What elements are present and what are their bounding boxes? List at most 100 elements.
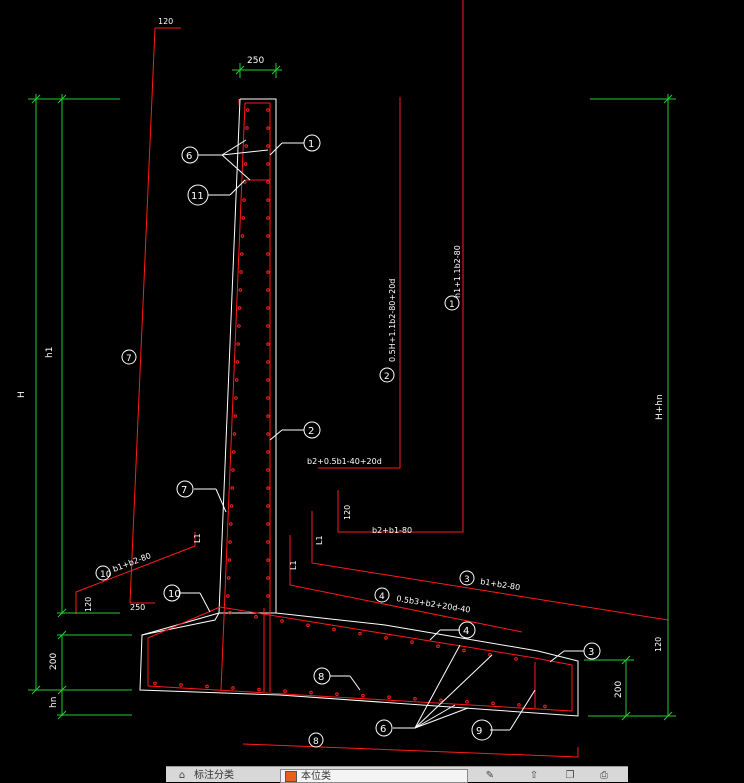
marker-7-label: 7 (181, 485, 187, 496)
rebar-dot (229, 504, 234, 508)
bar2h2-length: b2+b1-80 (372, 526, 412, 535)
wall-outline (139, 98, 579, 717)
rebar-dot (240, 234, 245, 238)
dimension-lines (28, 63, 676, 721)
bar1-length: h1+1.1b2-80 (453, 245, 462, 298)
rebar-dot (242, 198, 246, 202)
rebar-dot (236, 342, 240, 346)
marker-3: 3 (583, 642, 601, 660)
marker-7-top: 7 (121, 349, 137, 365)
rebar-lines (75, 0, 669, 758)
leader-lines (180, 139, 584, 731)
rebar-dot (228, 522, 233, 526)
marker-7-top-label: 7 (126, 354, 132, 364)
rebar-dot (231, 686, 235, 690)
bottom-toolbar: ⌂ 标注分类 本位类 ✎ ⇧ ❐ ⎙ (166, 766, 628, 783)
rebar-dot (266, 468, 270, 472)
rebar-dot (266, 360, 270, 364)
rebar-dot (387, 695, 391, 700)
rebar-dot (306, 623, 310, 628)
rebar-dot (266, 126, 270, 130)
marker-1: 1 (303, 134, 321, 152)
marker-8: 8 (313, 667, 331, 685)
rebar-dot (514, 657, 518, 661)
layer-label: 本位类 (301, 771, 331, 782)
marker-6-bottom-label: 6 (380, 724, 386, 735)
annotation-category-label[interactable]: 标注分类 (194, 770, 234, 781)
rebar-dot (266, 306, 270, 310)
marker-11: 9 (471, 719, 493, 741)
rebar-dot (257, 687, 261, 692)
category-icon[interactable]: ⌂ (178, 770, 186, 781)
marker-6-top-label: 6 (186, 151, 192, 162)
rebar-dot (332, 627, 336, 632)
marker-2: 2 (303, 421, 321, 439)
rebar-dot (266, 576, 270, 580)
rebar-dot (335, 692, 339, 696)
marker-2-label: 2 (308, 426, 314, 437)
rebar-dot (266, 450, 270, 454)
rebar-dot (230, 486, 235, 490)
rebar-dot (231, 450, 236, 454)
marker-11-label: 9 (476, 726, 482, 737)
marker-1-label: 1 (308, 139, 314, 150)
rebar-dot (231, 468, 235, 472)
rebar-dot (245, 126, 249, 130)
rebar-dots (153, 108, 547, 709)
upload-icon[interactable]: ⇧ (529, 770, 539, 781)
rebar-dot (226, 576, 231, 580)
bar2h-length: b2+0.5b1-40+20d (307, 457, 382, 466)
rebar-dot (358, 631, 362, 636)
rebar-dot (266, 270, 270, 274)
bar2v-length: 0.5H+1.1b2-80+20d (388, 279, 397, 362)
marker-4-label: 4 (463, 626, 469, 637)
rebar-dot (266, 414, 270, 418)
marker-8-bar: 8 (308, 732, 324, 748)
rebar-dot (239, 270, 243, 274)
dim-200-left: 200 (49, 653, 59, 670)
rebar-dot (266, 108, 270, 112)
rebar-dot (235, 360, 240, 364)
marker-10: 11 (187, 184, 209, 206)
rebar-dot (266, 324, 270, 328)
layer-color-swatch (285, 770, 297, 782)
rebar-dot (234, 396, 238, 400)
edit-icon[interactable]: ✎ (485, 770, 495, 781)
rebar-dot (234, 378, 239, 382)
rebar-dot (517, 703, 521, 707)
rebar-dot (488, 652, 492, 657)
dim-120-right: 120 (654, 637, 663, 652)
rebar-dot (266, 252, 270, 256)
rebar-dot (240, 252, 244, 256)
marker-1-bar: 1 (444, 295, 460, 311)
rebar-dot (153, 681, 157, 686)
rebar-dot (233, 414, 238, 418)
print-icon[interactable]: ⎙ (600, 770, 608, 781)
rebar-dot (254, 615, 258, 619)
rebar-dot (205, 684, 209, 689)
bar3-length: b1+b2-80 (480, 577, 521, 592)
rebar-dot (465, 700, 469, 704)
marker-9-bar: 10 (95, 565, 112, 581)
rebar-dot (266, 342, 270, 346)
rebar-dot (266, 288, 270, 292)
dim-200-right: 200 (614, 681, 624, 698)
marker-4-bar-label: 4 (379, 592, 385, 602)
dim-H-hn: H+hn (655, 394, 665, 420)
rebar-dot (228, 540, 232, 544)
marker-3-bar-label: 3 (464, 575, 470, 585)
copy-icon[interactable]: ❐ (565, 770, 575, 781)
marker-4-bar: 4 (374, 587, 390, 603)
rebar-dot (232, 432, 237, 436)
rebar-dot (266, 144, 270, 148)
marker-7: 7 (176, 480, 194, 498)
rebar-dot (266, 234, 270, 238)
rebar-dot (266, 522, 270, 526)
rebar-dot (237, 324, 241, 328)
marker-9: 10 (163, 584, 181, 602)
rebar-dot (266, 558, 270, 562)
marker-6-top: 6 (181, 146, 199, 164)
rebar-dot (266, 540, 270, 544)
rebar-dot (179, 683, 183, 687)
rebar-dot (237, 306, 242, 310)
